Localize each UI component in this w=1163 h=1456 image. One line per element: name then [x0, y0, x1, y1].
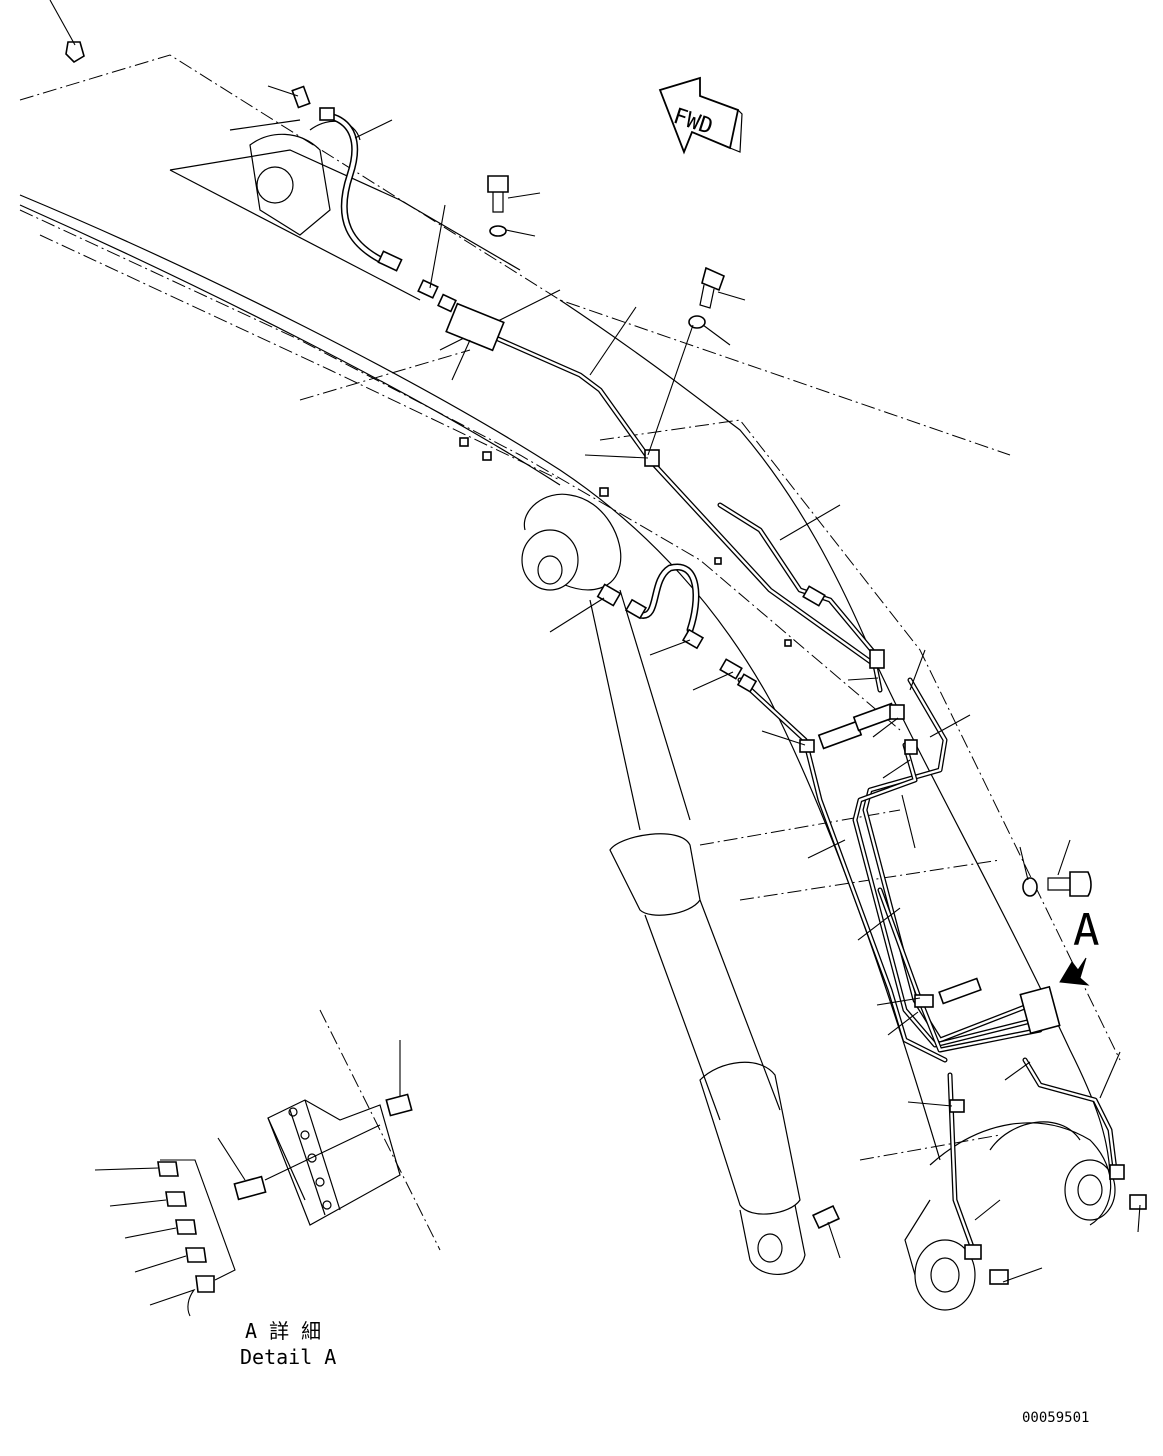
view-marker-a: A [1059, 905, 1100, 986]
drawing-number: 00059501 [1022, 1410, 1089, 1426]
boom-tube-bundle [452, 317, 1118, 1258]
detail-a-inset [94, 1040, 413, 1317]
view-direction-arrow-icon [1059, 957, 1090, 986]
boom-cylinder [521, 493, 806, 1275]
view-marker-label: A [1073, 905, 1100, 956]
fittings [291, 85, 1147, 1285]
detail-caption-en: Detail A [240, 1345, 336, 1369]
bolts-and-washers [65, 41, 1092, 897]
fwd-arrow-icon: FWD [658, 76, 743, 155]
boom-outline [19, 54, 1121, 1251]
leader-lines [49, 0, 1141, 1283]
detail-caption-jp: A 詳 細 [245, 1319, 321, 1343]
flexible-hoses [321, 111, 700, 634]
